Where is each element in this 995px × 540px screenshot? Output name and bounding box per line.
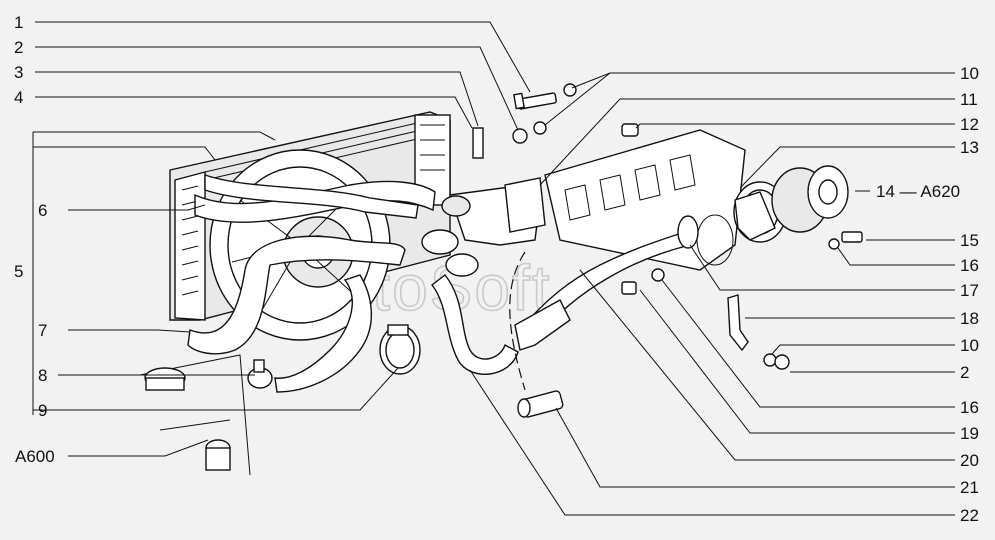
label-7: 7 <box>38 321 47 340</box>
label-2: 2 <box>14 38 23 57</box>
label-22: 22 <box>960 506 979 525</box>
stud-20 <box>621 281 637 295</box>
leader-lines-right <box>469 72 955 516</box>
label-17: 17 <box>960 281 979 300</box>
bypass-hose <box>274 274 372 393</box>
washer-10 <box>563 83 577 97</box>
bolt-15 <box>841 231 863 243</box>
label-15: 15 <box>960 231 979 250</box>
washer-16b <box>651 268 665 282</box>
thermostat-housing <box>421 177 546 277</box>
washer-16 <box>828 238 840 250</box>
bracket-18 <box>727 294 749 352</box>
leader-lines-left <box>32 21 531 457</box>
label-10b: 10 <box>960 336 979 355</box>
sensor-4 <box>472 127 484 159</box>
routing-line <box>509 251 526 391</box>
bolt-12 <box>621 123 639 137</box>
label-a600: A600 <box>15 447 55 466</box>
label-3: 3 <box>14 63 23 82</box>
bolt-1 <box>513 92 557 110</box>
washer-10c <box>763 353 777 367</box>
label-11: 11 <box>960 90 978 109</box>
label-5: 5 <box>14 262 23 281</box>
label-4: 4 <box>14 88 23 107</box>
lower-hose <box>187 235 406 355</box>
label-9: 9 <box>38 401 47 420</box>
washer-10b <box>533 121 547 135</box>
label-8: 8 <box>38 366 47 385</box>
hose-clamp-8 <box>247 359 273 389</box>
nut-2 <box>512 128 528 144</box>
temperature-sensor-21 <box>517 390 564 418</box>
label-16: 16 <box>960 256 979 275</box>
thermostat-outlet-hose <box>431 274 519 375</box>
label-16b: 16 <box>960 398 979 417</box>
label-20: 20 <box>960 451 979 470</box>
pipe-tee <box>514 299 571 351</box>
expansion-tank <box>139 354 251 476</box>
label-1: 1 <box>14 13 23 32</box>
gasket-13 <box>734 191 776 241</box>
label-14-a620: 14 — A620 <box>876 182 960 201</box>
label-19: 19 <box>960 424 979 443</box>
hose-clamp-9 <box>379 324 421 375</box>
upper-hose-branch <box>204 174 419 219</box>
label-21: 21 <box>960 478 979 497</box>
label-12: 12 <box>960 115 979 134</box>
label-2b: 2 <box>960 363 969 382</box>
nut-2b <box>774 354 790 370</box>
label-6: 6 <box>38 201 47 220</box>
label-10: 10 <box>960 64 979 83</box>
label-18: 18 <box>960 309 979 328</box>
label-13: 13 <box>960 138 979 157</box>
